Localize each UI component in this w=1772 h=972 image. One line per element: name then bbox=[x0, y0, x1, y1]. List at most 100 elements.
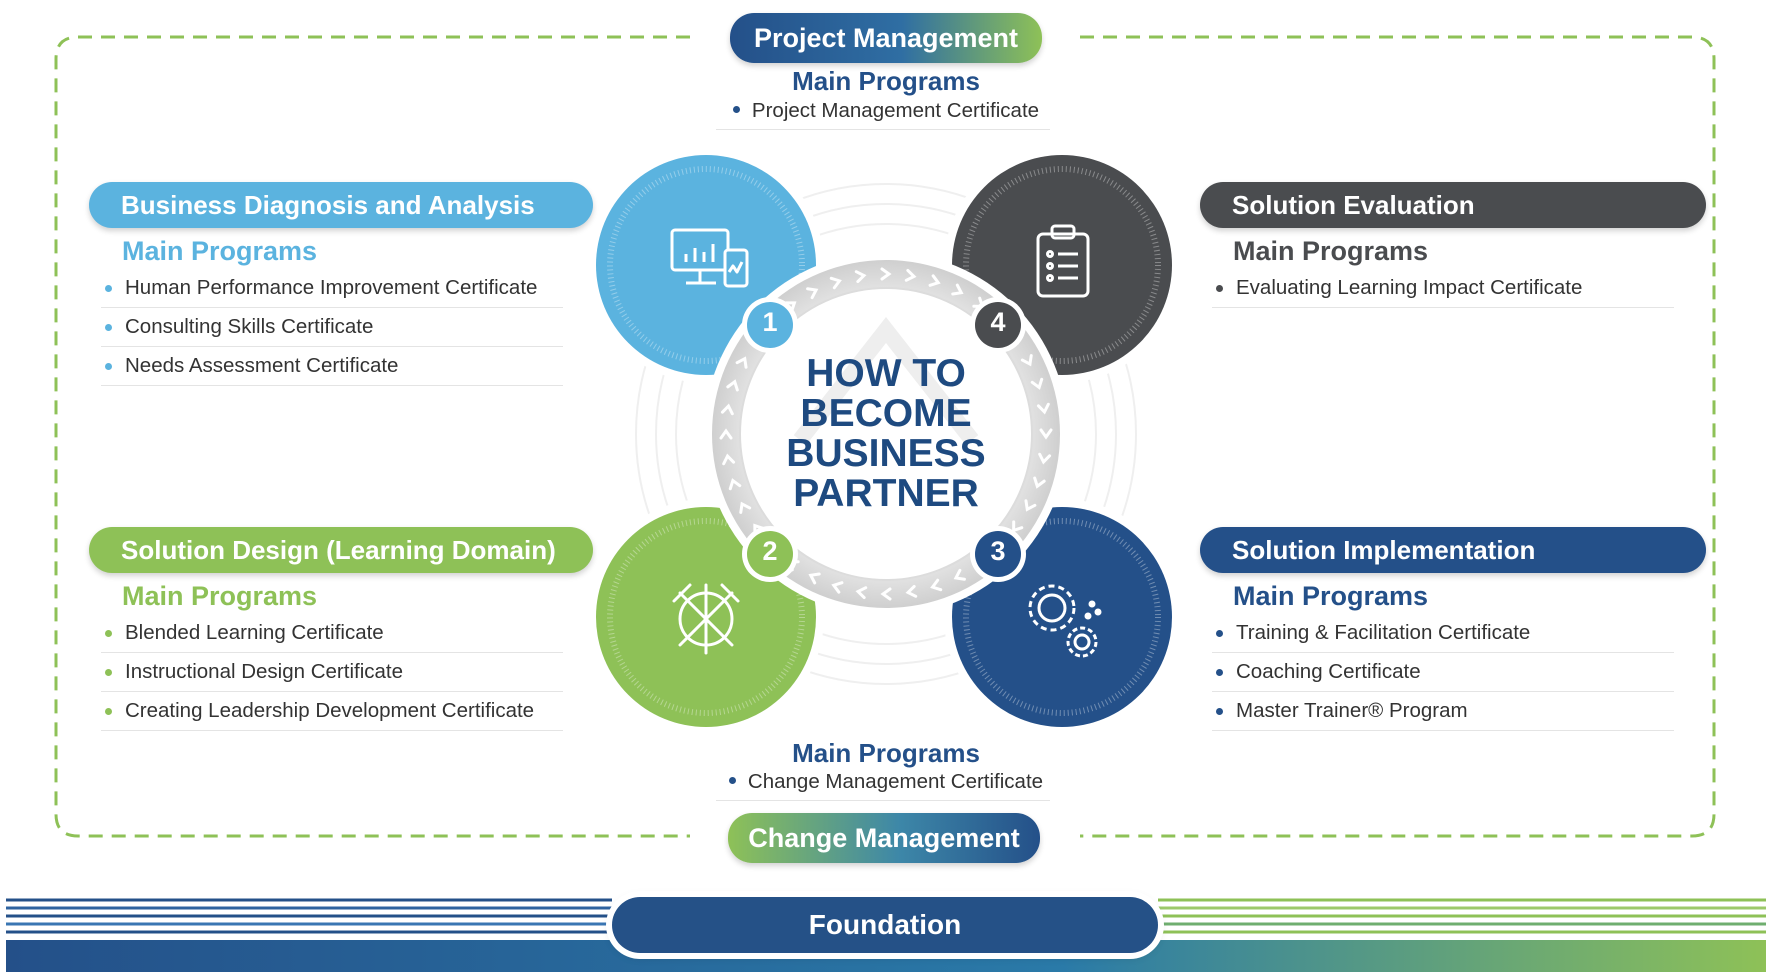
chevron bbox=[719, 428, 733, 440]
business-diagnosis-programs: Human Performance Improvement Certificat… bbox=[101, 269, 563, 386]
business-diagnosis-programs-heading: Main Programs bbox=[122, 236, 318, 266]
chevron bbox=[854, 270, 867, 284]
program-label: Training & Facilitation Certificate bbox=[1236, 621, 1531, 644]
bullet-icon bbox=[1216, 630, 1223, 637]
chevron bbox=[930, 578, 943, 592]
chevron bbox=[806, 287, 819, 300]
chevron bbox=[1030, 377, 1044, 390]
solution-evaluation-programs-heading: Main Programs bbox=[1233, 236, 1429, 266]
chevron bbox=[784, 301, 797, 313]
chevron bbox=[1012, 520, 1024, 533]
chevron bbox=[1038, 452, 1052, 465]
bullet-icon bbox=[105, 285, 112, 292]
program-label: Needs Assessment Certificate bbox=[125, 354, 399, 377]
solution-implementation-programs-heading: Main Programs bbox=[1233, 581, 1429, 611]
number-badges bbox=[742, 297, 1026, 582]
program-label: Consulting Skills Certificate bbox=[125, 315, 374, 338]
chevron bbox=[880, 587, 892, 601]
center-title-line: PARTNER bbox=[793, 472, 979, 515]
project-management-pill: Project Management bbox=[730, 13, 1042, 63]
program-item: Needs Assessment Certificate bbox=[101, 347, 563, 386]
program-label: Instructional Design Certificate bbox=[125, 660, 404, 683]
center-title-line: HOW TO bbox=[806, 352, 966, 395]
badge-1: 1 bbox=[762, 307, 778, 337]
chevron bbox=[904, 268, 917, 282]
program-item: Evaluating Learning Impact Certificate bbox=[1212, 269, 1674, 308]
center-title: HOW TO BECOME BUSINESS PARTNER bbox=[766, 354, 1006, 514]
badge-4: 4 bbox=[990, 307, 1006, 337]
program-item: Coaching Certificate bbox=[1212, 653, 1674, 692]
solution-evaluation-programs: Evaluating Learning Impact Certificate bbox=[1212, 269, 1674, 308]
program-item: Training & Facilitation Certificate bbox=[1212, 614, 1674, 653]
design-tools-icon bbox=[672, 583, 740, 655]
program-item: Creating Leadership Development Certific… bbox=[101, 692, 563, 731]
solution-design-programs-heading: Main Programs bbox=[122, 581, 318, 611]
bullet-icon bbox=[1216, 285, 1223, 292]
house-watermark bbox=[793, 317, 979, 445]
project-management-program-item: Project Management Certificate bbox=[686, 99, 1086, 123]
chevron bbox=[1024, 499, 1037, 512]
badge-3: 3 bbox=[990, 536, 1006, 566]
program-item: Blended Learning Certificate bbox=[101, 614, 563, 653]
program-label: Coaching Certificate bbox=[1236, 660, 1421, 683]
program-label: Master Trainer® Program bbox=[1236, 699, 1468, 722]
bullet-icon bbox=[105, 708, 112, 715]
background-rings bbox=[635, 183, 1137, 685]
change-management-programs-heading: Main Programs bbox=[792, 738, 980, 768]
bullet-icon bbox=[1216, 708, 1223, 715]
center-title-line: BECOME bbox=[800, 392, 972, 435]
bullet-icon bbox=[1216, 669, 1223, 676]
chevron bbox=[808, 572, 821, 585]
foundation-pill: Foundation bbox=[612, 897, 1158, 953]
chevron bbox=[855, 586, 868, 600]
chevron bbox=[831, 581, 844, 594]
chevron bbox=[905, 584, 918, 598]
bottom-stripes bbox=[6, 898, 1766, 934]
bullet-icon bbox=[105, 363, 112, 370]
dashed-frame bbox=[54, 35, 690, 838]
business-diagnosis-pill: Business Diagnosis and Analysis bbox=[89, 182, 593, 228]
bullet-icon bbox=[105, 630, 112, 637]
program-item: Instructional Design Certificate bbox=[101, 653, 563, 692]
chevron bbox=[1036, 402, 1050, 415]
chevron bbox=[735, 356, 748, 369]
change-management-pill: Change Management bbox=[728, 813, 1040, 863]
program-item: Consulting Skills Certificate bbox=[101, 308, 563, 347]
chevron bbox=[1033, 476, 1046, 489]
center-disc bbox=[739, 287, 1033, 581]
divider bbox=[716, 129, 1050, 130]
chevron bbox=[720, 403, 734, 416]
solution-implementation-pill: Solution Implementation bbox=[1200, 527, 1706, 573]
chevron bbox=[880, 267, 892, 281]
chevron bbox=[722, 453, 736, 466]
clipboard-checklist-icon bbox=[1036, 224, 1090, 298]
divider bbox=[716, 800, 1050, 801]
solution-implementation-programs: Training & Facilitation Certificate Coac… bbox=[1212, 614, 1674, 731]
chevron bbox=[728, 478, 742, 491]
bullet-icon bbox=[105, 669, 112, 676]
chevron bbox=[928, 274, 941, 287]
chevron bbox=[1020, 354, 1033, 367]
chevron bbox=[953, 568, 966, 581]
center-title-line: BUSINESS bbox=[786, 432, 986, 475]
chevron bbox=[829, 276, 842, 290]
change-management-program-item: Change Management Certificate bbox=[686, 770, 1086, 794]
solution-evaluation-pill: Solution Evaluation bbox=[1200, 182, 1706, 228]
dashed-frame-right bbox=[1080, 35, 1716, 838]
program-label: Human Performance Improvement Certificat… bbox=[125, 276, 538, 299]
program-label: Blended Learning Certificate bbox=[125, 621, 384, 644]
program-item: Human Performance Improvement Certificat… bbox=[101, 269, 563, 308]
project-management-programs-heading: Main Programs bbox=[792, 66, 980, 96]
chevron bbox=[739, 501, 752, 514]
program-label: Evaluating Learning Impact Certificate bbox=[1236, 276, 1583, 299]
program-label: Creating Leadership Development Certific… bbox=[125, 699, 535, 722]
chevron bbox=[951, 283, 964, 296]
bullet-icon bbox=[732, 106, 740, 114]
computer-analytics-icon bbox=[670, 228, 749, 288]
program-label: Change Management Certificate bbox=[747, 770, 1044, 793]
chevron bbox=[726, 379, 739, 392]
badge-2: 2 bbox=[762, 536, 778, 566]
bullet-icon bbox=[105, 324, 112, 331]
